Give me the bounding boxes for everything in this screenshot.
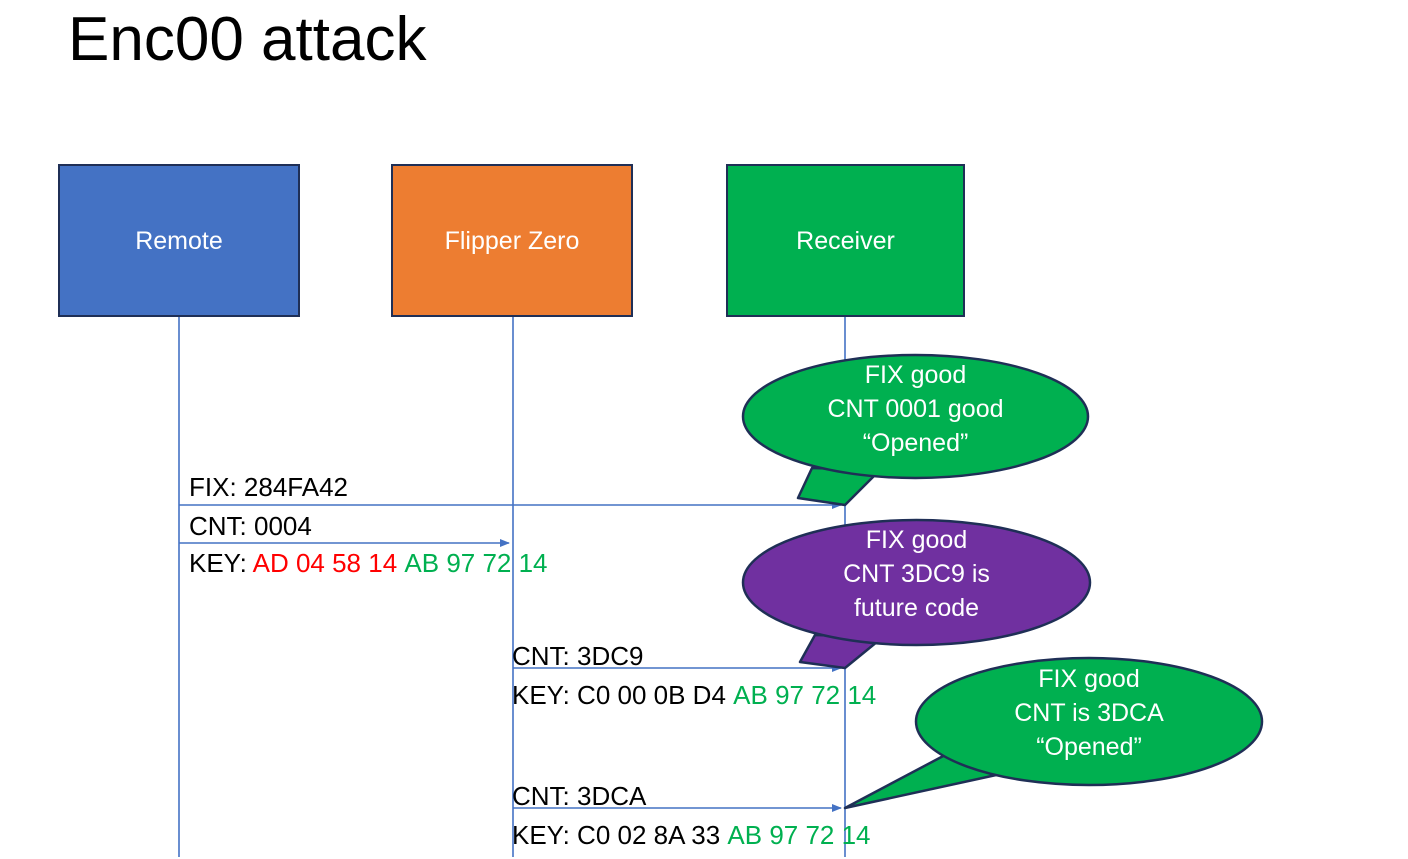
key-bytes-green: AB 97 72 14	[727, 820, 871, 850]
actor-label-flipper-zero: Flipper Zero	[444, 226, 580, 255]
callout-shape-fix-good-0001	[741, 353, 1090, 507]
message-label-cnt-3dc9: CNT: 3DC9	[512, 641, 644, 671]
message-label-key-1: KEY: AD 04 58 14 AB 97 72 14	[189, 546, 548, 580]
callout-line: FIX good	[865, 526, 968, 554]
page-title: Enc00 attack	[68, 5, 427, 74]
message-label-key-2: KEY: C0 00 0B D4 AB 97 72 14	[512, 678, 876, 712]
message-label-fix: FIX: 284FA42	[189, 472, 348, 502]
callout-line: CNT 0001 good	[827, 395, 1004, 423]
actor-label-receiver: Receiver	[796, 226, 895, 255]
callout-line: future code	[853, 594, 980, 622]
callout-shape-future-code	[741, 518, 1092, 670]
callout-line: FIX good	[864, 361, 967, 389]
message-label-key-3: KEY: C0 02 8A 33 AB 97 72 14	[512, 818, 871, 852]
key-prefix: KEY:	[512, 820, 578, 850]
key-bytes-green: AB 97 72 14	[404, 548, 548, 578]
key-bytes-black: C0 02 8A 33	[577, 820, 721, 850]
callout-line: “Opened”	[862, 429, 969, 457]
key-prefix: KEY:	[512, 680, 578, 710]
callout-line: CNT is 3DCA	[1014, 699, 1164, 727]
callout-line: “Opened”	[1036, 733, 1142, 761]
actor-box-flipper-zero: Flipper Zero	[391, 164, 633, 317]
callout-text-future-code: FIX good CNT 3DC9 is future code	[743, 523, 1090, 625]
callout-shape-fix-good-3dca	[843, 656, 1264, 810]
callout-text-fix-good-3dca: FIX good CNT is 3DCA “Opened”	[916, 662, 1262, 764]
message-label-cnt-3dca: CNT: 3DCA	[512, 781, 647, 811]
callout-line: FIX good	[1038, 665, 1140, 693]
actor-label-remote: Remote	[135, 226, 223, 255]
key-bytes-green: AB 97 72 14	[733, 680, 877, 710]
callout-line: CNT 3DC9 is	[843, 560, 990, 588]
key-bytes-black: C0 00 0B D4	[577, 680, 726, 710]
actor-box-receiver: Receiver	[726, 164, 965, 317]
callout-text-fix-good-0001: FIX good CNT 0001 good “Opened”	[743, 358, 1088, 460]
key-bytes-red: AD 04 58 14	[252, 548, 398, 578]
actor-box-remote: Remote	[58, 164, 300, 317]
message-label-cnt-0004: CNT: 0004	[189, 511, 312, 541]
key-prefix: KEY:	[189, 548, 253, 578]
